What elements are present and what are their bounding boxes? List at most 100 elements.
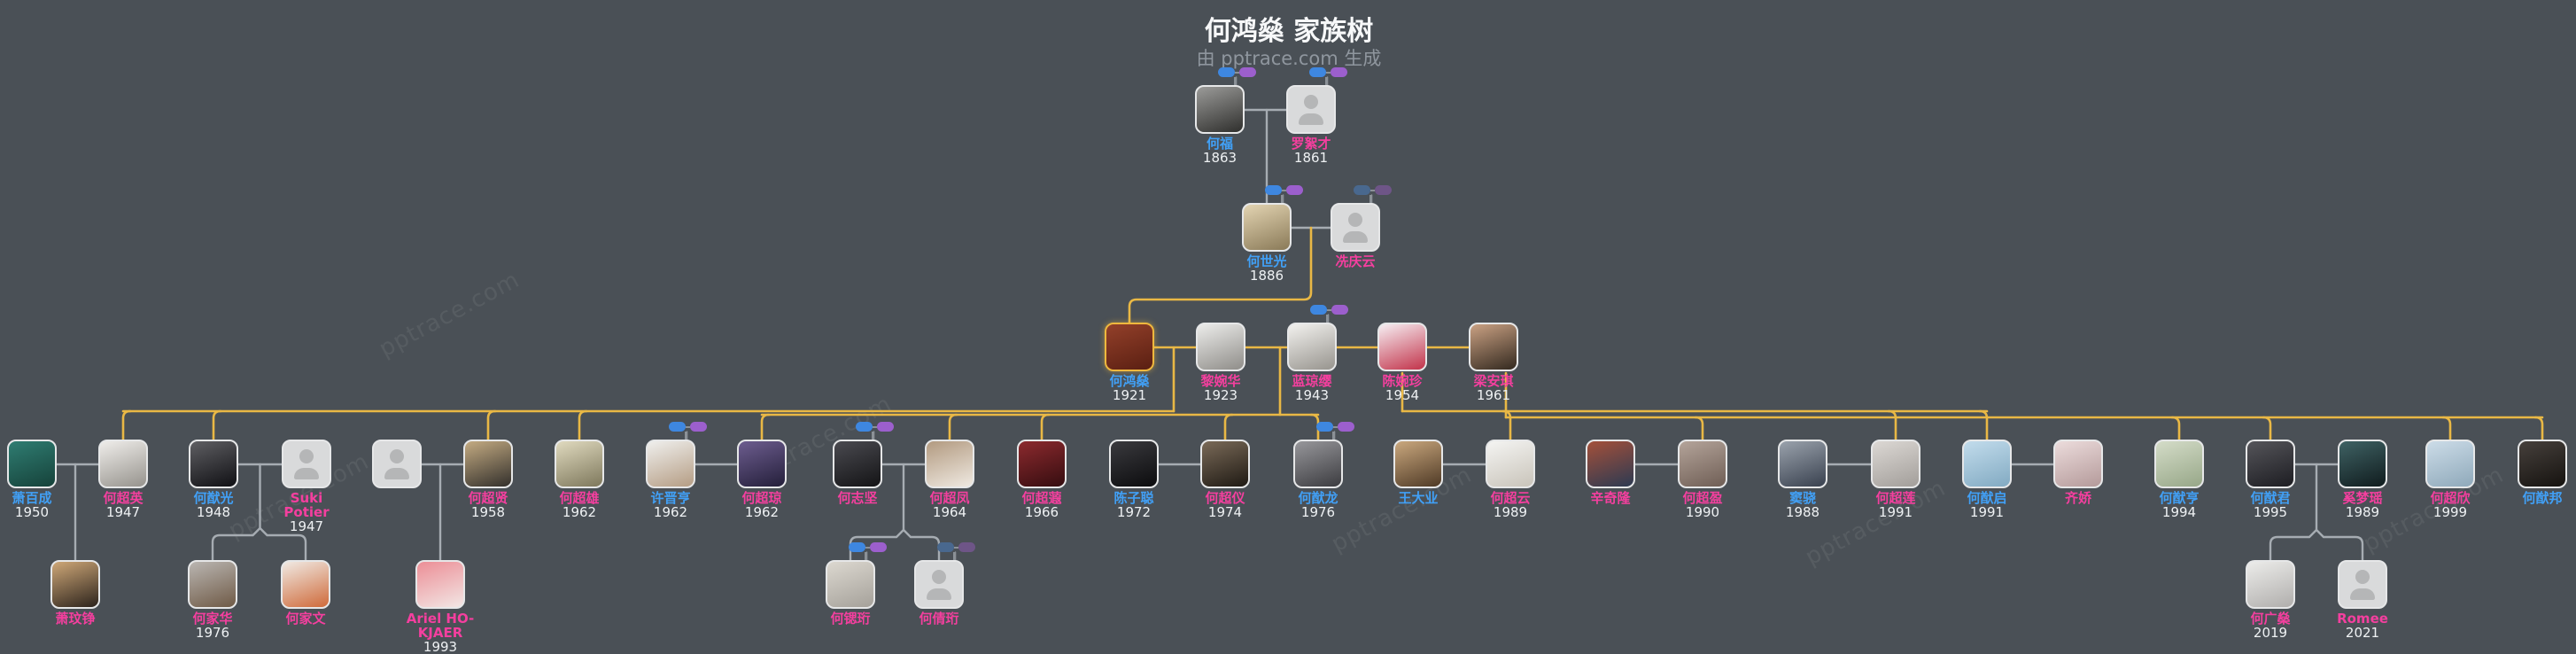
person-photo[interactable] (1109, 440, 1159, 488)
expand-menu-button[interactable] (1331, 305, 1348, 315)
person-node-liwanhua[interactable]: 黎婉华 1923 (1181, 323, 1261, 402)
person-node-hechaoxian[interactable]: 何超贤 1958 (448, 440, 528, 519)
expand-parents-button[interactable] (1309, 67, 1326, 77)
person-node-xiaowenzheng[interactable]: 萧玟铮 (35, 560, 115, 626)
person-node-wangdaye[interactable]: 王大业 (1378, 440, 1458, 505)
person-photo[interactable] (2154, 440, 2204, 488)
person-photo[interactable] (1469, 323, 1518, 371)
person-photo[interactable] (2246, 440, 2295, 488)
person-photo[interactable] (7, 440, 57, 488)
person-photo[interactable] (415, 560, 465, 609)
person-node-heyouguang[interactable]: 何猷光 1948 (174, 440, 253, 519)
expand-parents-button[interactable] (669, 422, 686, 432)
person-node-xinqilong[interactable]: 辛奇隆 (1571, 440, 1650, 505)
person-photo[interactable] (282, 440, 331, 488)
person-photo[interactable] (1105, 323, 1154, 371)
person-node-hejiawen[interactable]: 何家文 (266, 560, 345, 626)
person-node-hejiahua[interactable]: 何家华 1976 (173, 560, 252, 640)
person-photo[interactable] (50, 560, 100, 609)
person-node-ximengyao[interactable]: 奚梦瑶 1989 (2323, 440, 2402, 519)
person-node-chenzicong[interactable]: 陈子聪 1972 (1094, 440, 1174, 519)
person-node-lanqiongying[interactable]: 蓝琼缨 1943 (1272, 305, 1352, 402)
person-photo[interactable] (1200, 440, 1250, 488)
person-node-hezhijian[interactable]: 何志坚 (818, 422, 897, 505)
person-node-douxiao[interactable]: 窦骁 1988 (1763, 440, 1843, 519)
expand-parents-button[interactable] (937, 542, 954, 552)
person-photo[interactable] (98, 440, 148, 488)
person-photo[interactable] (1286, 85, 1336, 134)
person-photo[interactable] (1017, 440, 1067, 488)
person-node-hechaoyi[interactable]: 何超仪 1974 (1185, 440, 1265, 519)
person-node-hechaolian[interactable]: 何超莲 1991 (1856, 440, 1936, 519)
person-photo[interactable] (463, 440, 513, 488)
person-node-hechaoxin[interactable]: 何超欣 1999 (2410, 440, 2490, 519)
person-node-hechaoxia[interactable]: 何超蕸 1966 (1002, 440, 1082, 519)
person-node-suki[interactable]: Suki Potier 1947 (267, 440, 346, 533)
person-node-heyoujun[interactable]: 何猷君 1995 (2231, 440, 2310, 519)
person-photo[interactable] (2053, 440, 2103, 488)
person-node-hesihang[interactable]: 何锶珩 (811, 542, 890, 626)
person-photo[interactable] (188, 560, 237, 609)
person-photo[interactable] (1962, 440, 2012, 488)
person-photo[interactable] (925, 440, 974, 488)
person-node-heqianhang[interactable]: 何倩珩 (899, 542, 979, 626)
person-node-ariel[interactable]: Ariel HO-KJAER 1993 (400, 560, 480, 654)
expand-parents-button[interactable] (1316, 422, 1333, 432)
expand-menu-button[interactable] (1375, 185, 1392, 195)
person-node-hechaoyun[interactable]: 何超云 1989 (1470, 440, 1550, 519)
person-photo[interactable] (826, 560, 875, 609)
person-photo[interactable] (1778, 440, 1827, 488)
person-photo[interactable] (833, 440, 882, 488)
expand-parents-button[interactable] (849, 542, 865, 552)
person-node-chenwanzhen[interactable]: 陈婉珍 1954 (1362, 323, 1442, 402)
expand-parents-button[interactable] (1354, 185, 1370, 195)
person-photo[interactable] (1586, 440, 1635, 488)
person-node-heyouheng[interactable]: 何猷亨 1994 (2139, 440, 2219, 519)
person-node-romee[interactable]: Romee 2021 (2323, 560, 2402, 640)
person-photo[interactable] (1377, 323, 1427, 371)
person-photo[interactable] (737, 440, 787, 488)
expand-menu-button[interactable] (958, 542, 975, 552)
expand-menu-button[interactable] (690, 422, 707, 432)
person-node-heguangshen[interactable]: 何广燊 2019 (2231, 560, 2310, 640)
person-node-xujinheng[interactable]: 许晋亨 1962 (631, 422, 710, 519)
expand-parents-button[interactable] (1265, 185, 1282, 195)
person-photo[interactable] (2518, 440, 2567, 488)
person-node-hefu[interactable]: 何福 1863 (1180, 67, 1260, 165)
person-photo[interactable] (1486, 440, 1535, 488)
person-node-xianqingyun[interactable]: 冼庆云 (1315, 185, 1395, 269)
person-photo[interactable] (1242, 203, 1292, 252)
person-node-heshiguang[interactable]: 何世光 1886 (1227, 185, 1307, 283)
person-node-xiaobaicheng[interactable]: 萧百成 1950 (0, 440, 72, 519)
person-photo[interactable] (2338, 440, 2387, 488)
person-node-heyoubang[interactable]: 何猷邦 (2502, 440, 2576, 505)
person-photo[interactable] (1871, 440, 1920, 488)
expand-menu-button[interactable] (1286, 185, 1303, 195)
person-photo[interactable] (1293, 440, 1343, 488)
expand-parents-button[interactable] (1310, 305, 1327, 315)
person-node-hechaoying[interactable]: 何超英 1947 (83, 440, 163, 519)
person-photo[interactable] (372, 440, 422, 488)
person-photo[interactable] (914, 560, 964, 609)
person-node-heyoulong[interactable]: 何猷龙 1976 (1278, 422, 1358, 519)
person-photo[interactable] (1195, 85, 1245, 134)
person-node-hechaoying2[interactable]: 何超盈 1990 (1663, 440, 1742, 519)
person-photo[interactable] (1393, 440, 1443, 488)
person-node-hehongshen[interactable]: 何鸿燊 1921 (1090, 323, 1169, 402)
person-photo[interactable] (1196, 323, 1245, 371)
expand-parents-button[interactable] (1218, 67, 1235, 77)
expand-menu-button[interactable] (877, 422, 894, 432)
person-node-lianganqi[interactable]: 梁安琪 1961 (1454, 323, 1533, 402)
person-node-heyouqi[interactable]: 何猷启 1991 (1947, 440, 2027, 519)
expand-parents-button[interactable] (856, 422, 873, 432)
expand-menu-button[interactable] (1239, 67, 1256, 77)
person-node-unnamed[interactable] (357, 440, 437, 488)
person-photo[interactable] (189, 440, 238, 488)
person-node-hechaofeng[interactable]: 何超凤 1964 (910, 440, 989, 519)
expand-menu-button[interactable] (870, 542, 887, 552)
person-node-hechaoqiong[interactable]: 何超琼 1962 (722, 440, 802, 519)
expand-menu-button[interactable] (1338, 422, 1354, 432)
person-photo[interactable] (2246, 560, 2295, 609)
person-photo[interactable] (555, 440, 604, 488)
person-photo[interactable] (1331, 203, 1380, 252)
